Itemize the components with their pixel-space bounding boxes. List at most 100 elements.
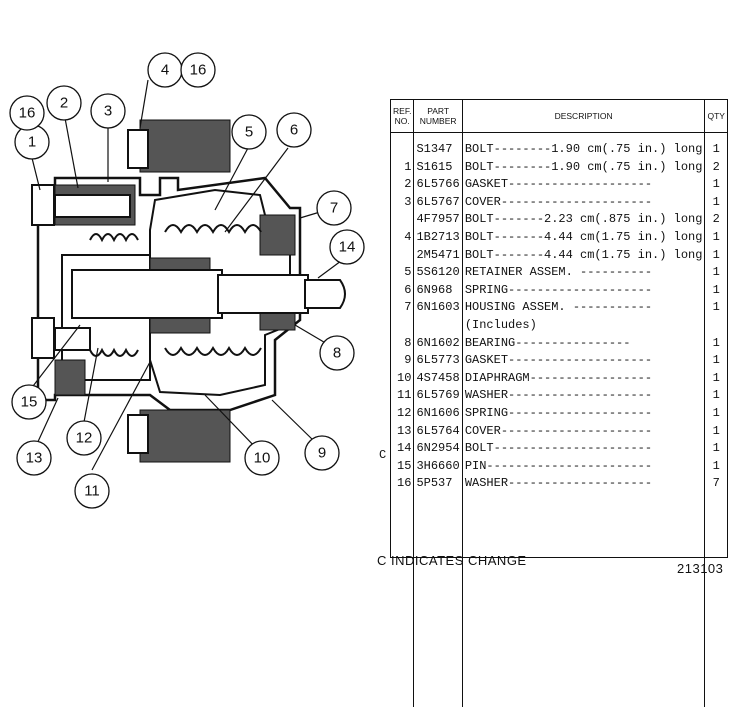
callout-12: 12 bbox=[66, 420, 102, 456]
svg-text:12: 12 bbox=[76, 430, 93, 447]
callout-11: 11 bbox=[74, 473, 110, 509]
callout-9: 9 bbox=[304, 435, 340, 471]
row-part-number: 6N1602 bbox=[413, 334, 463, 353]
row-description: BOLT-------2.23 cm(.875 in.) long bbox=[462, 211, 706, 229]
row-ref-no: 15 bbox=[391, 457, 415, 476]
row-qty: 1 bbox=[712, 388, 720, 403]
row-ref-no bbox=[391, 141, 415, 159]
header-part-number: PART NUMBER bbox=[413, 100, 463, 133]
figure-reference-code: 213103 bbox=[677, 561, 724, 576]
row-description: BOLT---------------------- bbox=[462, 440, 706, 458]
row-qty: 1 bbox=[712, 405, 720, 420]
row-qty bbox=[705, 317, 727, 335]
callout-6: 6 bbox=[276, 112, 312, 148]
svg-text:16: 16 bbox=[190, 62, 207, 79]
header-ref-no: REF. NO. bbox=[391, 100, 415, 133]
row-ref-no: 16 bbox=[391, 475, 415, 493]
row-qty: 1 bbox=[712, 265, 720, 280]
row-ref-no bbox=[391, 211, 415, 229]
row-ref-no: 10 bbox=[391, 369, 415, 388]
row-description: COVER--------------------- bbox=[462, 193, 706, 212]
row-qty: 1 bbox=[712, 142, 720, 156]
svg-text:14: 14 bbox=[339, 239, 356, 256]
row-description: BOLT--------1.90 cm(.75 in.) long bbox=[462, 158, 706, 177]
parts-list-table: REF. NO. PART NUMBER DESCRIPTION QTY S13… bbox=[390, 99, 728, 707]
row-ref-no: 11 bbox=[391, 387, 415, 405]
row-qty: 1 bbox=[712, 423, 720, 438]
row-description: BOLT--------1.90 cm(.75 in.) long bbox=[462, 141, 706, 159]
svg-text:16: 16 bbox=[19, 105, 36, 122]
row-description: SPRING-------------------- bbox=[462, 404, 706, 423]
row-part-number: 5S6120 bbox=[413, 264, 463, 282]
svg-text:2: 2 bbox=[60, 95, 68, 112]
row-part-number: 2M5471 bbox=[413, 246, 463, 265]
row-qty: 1 bbox=[712, 282, 720, 297]
row-ref-no: 9 bbox=[391, 352, 415, 370]
springs bbox=[89, 224, 262, 357]
row-ref-no: 2 bbox=[391, 176, 415, 194]
row-ref-no: 12 bbox=[391, 404, 415, 423]
row-part-number: 6N1606 bbox=[413, 404, 463, 423]
header-qty: QTY bbox=[704, 100, 727, 133]
row-description: (Includes) bbox=[462, 316, 706, 335]
row-description: GASKET-------------------- bbox=[462, 352, 706, 370]
row-part-number: 6L5769 bbox=[413, 387, 463, 405]
row-ref-no: 5 bbox=[391, 264, 415, 282]
callout-8: 8 bbox=[319, 335, 355, 371]
row-qty: 2 bbox=[712, 159, 720, 174]
callout-1: 1 bbox=[14, 124, 50, 160]
table-row: (Includes) bbox=[391, 316, 727, 335]
row-qty: 1 bbox=[712, 229, 720, 244]
row-description: WASHER-------------------- bbox=[462, 475, 706, 493]
svg-text:6: 6 bbox=[290, 122, 298, 139]
svg-text:7: 7 bbox=[330, 200, 338, 217]
row-ref-no: 4 bbox=[391, 228, 415, 247]
row-ref-no: 1 bbox=[391, 158, 415, 177]
svg-text:15: 15 bbox=[21, 394, 38, 411]
row-ref-no bbox=[391, 316, 415, 335]
svg-text:5: 5 bbox=[245, 124, 253, 141]
change-marker: C bbox=[379, 448, 387, 462]
row-description: COVER--------------------- bbox=[462, 422, 706, 441]
row-description: PIN----------------------- bbox=[462, 457, 706, 476]
row-description: BOLT-------4.44 cm(1.75 in.) long bbox=[462, 228, 706, 247]
svg-text:11: 11 bbox=[84, 483, 100, 500]
callout-3: 3 bbox=[90, 93, 126, 129]
row-part-number: 6L5764 bbox=[413, 422, 463, 441]
row-qty: 2 bbox=[712, 212, 720, 227]
row-part-number: 6N968 bbox=[413, 281, 463, 300]
row-description: HOUSING ASSEM. ----------- bbox=[462, 299, 706, 317]
row-qty: 1 bbox=[712, 441, 720, 456]
bolts bbox=[31, 129, 149, 454]
svg-text:8: 8 bbox=[333, 345, 341, 362]
parts-table-grid: REF. NO. PART NUMBER DESCRIPTION QTY S13… bbox=[391, 100, 727, 707]
callout-16-top: 16 bbox=[180, 52, 216, 88]
svg-text:1: 1 bbox=[28, 134, 36, 151]
svg-text:3: 3 bbox=[104, 103, 112, 120]
row-qty: 1 bbox=[712, 335, 720, 350]
svg-text:13: 13 bbox=[26, 450, 43, 467]
row-ref-no: 6 bbox=[391, 281, 415, 300]
callout-16-left: 16 bbox=[9, 95, 45, 131]
callout-15: 15 bbox=[11, 384, 47, 420]
row-description: DIAPHRAGM----------------- bbox=[462, 369, 706, 388]
row-part-number: 1B2713 bbox=[413, 228, 463, 247]
row-part-number: 6N2954 bbox=[413, 440, 463, 458]
row-description: GASKET-------------------- bbox=[462, 176, 706, 194]
row-ref-no: 8 bbox=[391, 334, 415, 353]
